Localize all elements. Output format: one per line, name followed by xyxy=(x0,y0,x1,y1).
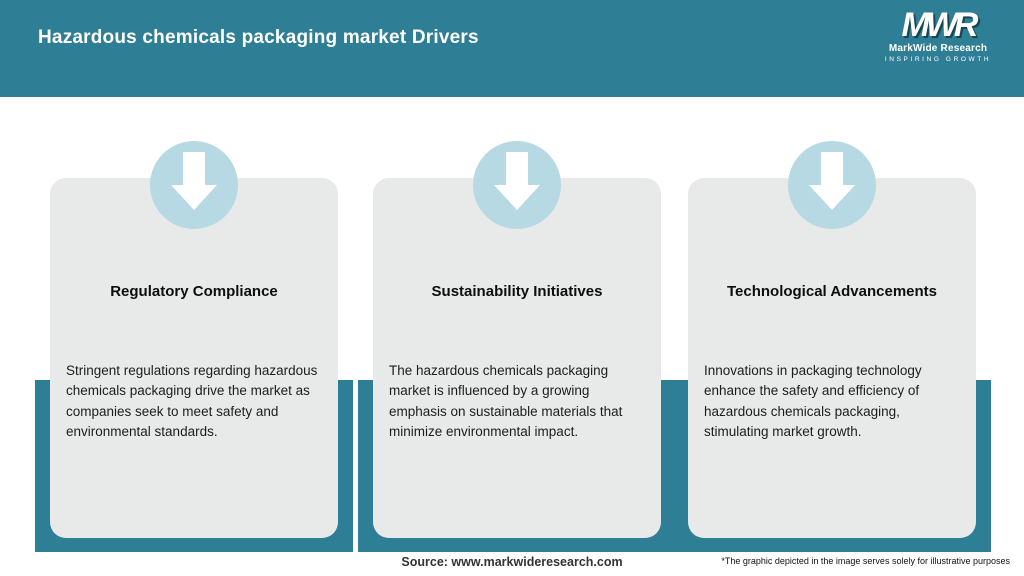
card-panel: Sustainability Initiatives The hazardous… xyxy=(373,178,661,538)
driver-card-regulatory-compliance: Regulatory Compliance Stringent regulati… xyxy=(35,141,353,567)
logo-acronym: MWR xyxy=(901,6,979,44)
arrow-shaft xyxy=(183,152,205,185)
source-text: Source: www.markwideresearch.com xyxy=(401,555,623,569)
card-title: Regulatory Compliance xyxy=(110,283,278,300)
arrow-shaft xyxy=(821,152,843,185)
down-arrow-icon xyxy=(788,141,876,229)
brand-logo: MWR MarkWide Research INSPIRING GROWTH xyxy=(878,8,998,64)
card-title: Technological Advancements xyxy=(726,283,938,300)
card-body: The hazardous chemicals packaging market… xyxy=(389,363,623,439)
down-arrow-icon xyxy=(150,141,238,229)
header-bar: Hazardous chemicals packaging market Dri… xyxy=(0,0,1024,97)
card-body: Stringent regulations regarding hazardou… xyxy=(66,363,318,439)
disclaimer-text: *The graphic depicted in the image serve… xyxy=(721,556,1010,566)
arrow-head xyxy=(171,185,217,210)
logo-name: MarkWide Research xyxy=(888,43,988,54)
driver-card-technological-advancements: Technological Advancements Innovations i… xyxy=(673,141,991,567)
arrow-head xyxy=(494,185,540,210)
card-panel: Technological Advancements Innovations i… xyxy=(688,178,976,538)
driver-card-sustainability-initiatives: Sustainability Initiatives The hazardous… xyxy=(358,141,676,567)
down-arrow-icon xyxy=(473,141,561,229)
card-title: Sustainability Initiatives xyxy=(431,283,603,300)
page-title: Hazardous chemicals packaging market Dri… xyxy=(38,27,479,48)
logo-tagline: INSPIRING GROWTH xyxy=(884,56,992,63)
card-body: Innovations in packaging technology enha… xyxy=(704,363,922,439)
card-panel: Regulatory Compliance Stringent regulati… xyxy=(50,178,338,538)
arrow-head xyxy=(809,185,855,210)
arrow-shaft xyxy=(506,152,528,185)
